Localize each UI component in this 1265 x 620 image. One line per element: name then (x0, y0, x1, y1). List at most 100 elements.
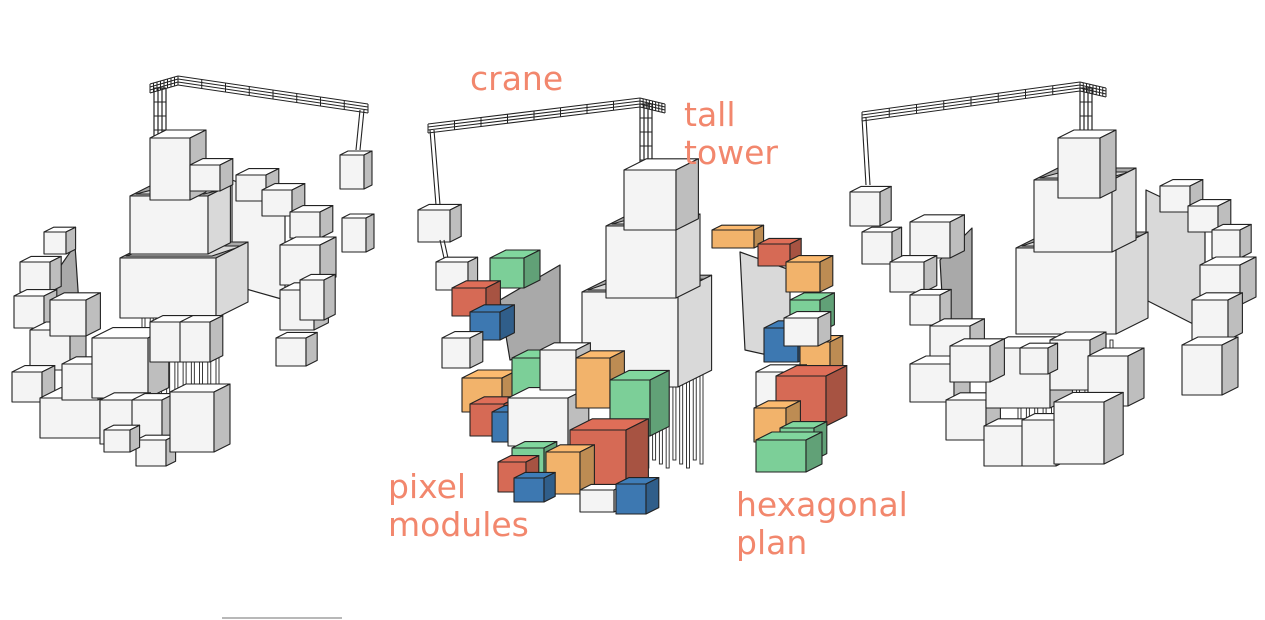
pixel-module-3-front (441, 337, 471, 369)
pixel-module-18 (615, 477, 660, 515)
grey-module-right-2-side (1239, 223, 1252, 259)
grey-module-right-7 (889, 255, 938, 293)
crane-cable-lower (439, 239, 445, 259)
grey-module-right-7-front (889, 261, 925, 293)
pixel-module-19 (711, 224, 765, 249)
grey-module-right-6 (909, 214, 965, 259)
grey-module-right-0-front (1159, 185, 1191, 213)
grey-module-left-22-side (209, 315, 224, 363)
grey-module-right-3-side (1239, 256, 1257, 306)
pixel-module-12 (569, 418, 649, 493)
grey-module-right-2-front (1211, 229, 1241, 259)
grey-module-right-4-side (1227, 292, 1243, 341)
label-hexagonal-plan: hexagonal plan (736, 485, 908, 562)
grey-module-right-1-front (1187, 205, 1219, 233)
lower-block-right-front (1015, 247, 1117, 335)
hanging-box-left (341, 213, 375, 253)
crane-cable-left (359, 109, 365, 151)
mid-block-right-side (1111, 167, 1137, 253)
grey-module-right-5-side (1221, 336, 1239, 396)
grey-module-right-8 (909, 288, 952, 326)
mid-tower-block-front (605, 225, 677, 299)
grey-module-left-12-front (11, 371, 43, 403)
grey-module-right-14-side (1127, 347, 1145, 407)
grey-module-left-6-front (275, 337, 307, 367)
pixel-module-11-side (649, 369, 670, 437)
pixel-module-18-side (645, 477, 660, 515)
label-crane: crane (470, 59, 564, 98)
pixel-module-3 (441, 331, 484, 369)
lower-block-left-side (215, 241, 249, 319)
hanging-box-left-front (341, 217, 367, 253)
pixel-module-21 (785, 255, 834, 293)
pixel-module-19-front (711, 229, 755, 249)
grey-module-right-19 (949, 338, 1005, 383)
pixel-module-26-side (825, 365, 848, 427)
pixel-module-3-side (469, 331, 484, 369)
top-tower-block-front (623, 169, 677, 231)
grey-module-right-18-side (1047, 342, 1059, 375)
hook-box-left-front (339, 154, 365, 190)
grey-module-right-5 (1181, 336, 1239, 396)
pixel-module-30 (783, 311, 832, 347)
grey-module-left-22 (179, 315, 224, 363)
grey-module-left-15 (49, 292, 101, 337)
grey-module-left-3-front (289, 211, 321, 239)
hook-box-right-front (849, 191, 881, 227)
bottom-edge-strip (222, 617, 342, 619)
lower-block-left-front (119, 257, 217, 319)
grey-module-left-6-side (305, 331, 318, 367)
grey-module-left-23-front (103, 429, 131, 453)
grey-module-left-3 (289, 205, 334, 239)
grey-module-left-8-side (65, 226, 77, 255)
grey-module-left-2-front (261, 189, 293, 217)
grey-module-left-22-front (179, 321, 211, 363)
grey-module-left-20-front (169, 391, 215, 453)
crane-hook-box-front (417, 209, 451, 243)
grey-module-left-10-front (13, 295, 45, 329)
mid-block-left-front (129, 195, 209, 255)
grey-module-left-3-side (319, 205, 334, 239)
grey-module-left-19-front (135, 439, 167, 467)
grey-module-right-2 (1211, 223, 1252, 259)
grey-module-right-6-front (909, 221, 951, 259)
grey-module-left-15-side (85, 292, 101, 337)
hook-box-left (339, 150, 373, 190)
pixel-module-29-front (755, 439, 807, 473)
grey-module-left-4-side (319, 236, 337, 286)
grey-module-left-13-front (39, 397, 101, 439)
top-block-right (1057, 129, 1117, 199)
grey-module-left-9-front (19, 261, 51, 293)
top-block-right-side (1099, 129, 1117, 199)
crane-boom (427, 97, 666, 134)
grey-module-left-0-side (219, 158, 234, 192)
pixel-module-30-front (783, 317, 819, 347)
grey-module-left-21-front (149, 321, 185, 363)
pixel-module-20-front (757, 243, 791, 267)
pixel-module-0-side (523, 249, 541, 289)
crane-hook-box-side (449, 203, 462, 243)
grey-module-left-9 (19, 255, 62, 293)
lower-block-right-side (1115, 231, 1149, 335)
grey-module-right-4 (1191, 292, 1243, 341)
grey-module-left-20-side (213, 383, 231, 453)
pixel-module-16 (513, 471, 556, 503)
grey-module-right-17-front (1053, 401, 1105, 465)
hanging-box-left-side (365, 213, 375, 253)
crane-cable-left (355, 109, 361, 151)
top-block-right-front (1057, 137, 1101, 199)
grey-module-left-23-side (129, 424, 141, 453)
pixel-module-21-side (819, 255, 834, 293)
tower-model-center (417, 97, 848, 515)
label-tall-tower: tall tower (684, 95, 778, 172)
pixel-module-16-side (543, 471, 556, 503)
grey-module-right-16-front (1021, 419, 1057, 467)
grey-module-right-10-front (909, 363, 955, 403)
crane-cable (429, 129, 437, 206)
pixel-module-9-front (539, 349, 577, 391)
pixel-module-18-front (615, 483, 647, 515)
crane-cable-lower (443, 239, 449, 259)
pixel-module-29 (755, 431, 823, 473)
grey-module-right-5-front (1181, 344, 1223, 396)
